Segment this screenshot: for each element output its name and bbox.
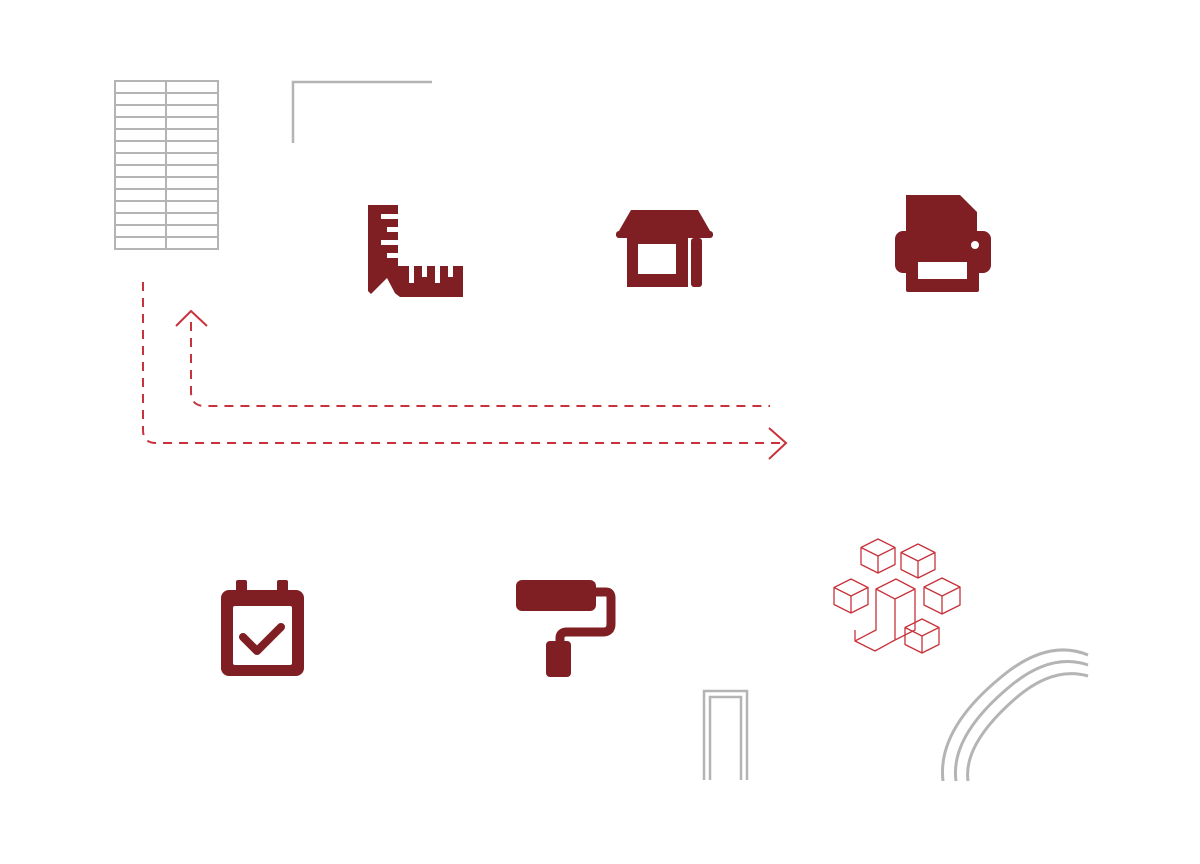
cube-outline <box>860 538 896 574</box>
printer-icon <box>895 195 991 292</box>
corner-bracket-decoration <box>291 80 432 143</box>
spreadsheet-grid-decoration <box>114 80 219 250</box>
ruler-square-icon <box>368 205 463 297</box>
gray-curve-decoration <box>940 648 1089 782</box>
cube-outline <box>900 543 936 579</box>
cube-outline <box>923 577 961 615</box>
gray-pillar-decoration <box>702 689 749 780</box>
isometric-cubes-icon <box>833 538 961 654</box>
storefront-icon <box>616 210 713 287</box>
cube-prism <box>854 578 916 652</box>
cube-outline <box>904 618 940 654</box>
dashed-flow-arrows <box>142 282 788 460</box>
calendar-check-icon <box>221 580 304 676</box>
cube-outline <box>833 578 869 614</box>
paint-roller-icon <box>516 580 616 677</box>
